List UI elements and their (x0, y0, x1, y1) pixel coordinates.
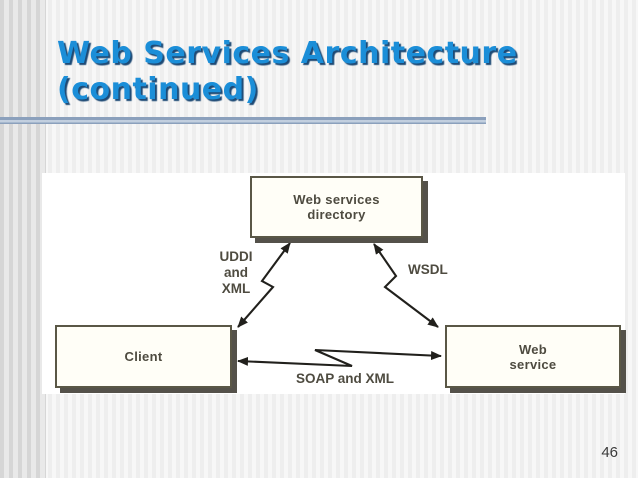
edge-label-uddi-and-xml: UDDI and XML (219, 249, 253, 296)
edge-label-soap-and-xml: SOAP and XML (295, 371, 394, 386)
title-underline-divider (0, 117, 486, 124)
slide-page-number: 46 (601, 444, 618, 461)
striped-left-margin-decoration (0, 0, 46, 478)
node-web-service: Web service (445, 325, 621, 388)
node-client: Client (55, 325, 232, 388)
node-web-services-directory: Web services directory (250, 176, 423, 238)
edge-label-wsdl: WSDL (408, 262, 448, 277)
slide-title: Web Services Architecture (continued) (57, 36, 518, 107)
